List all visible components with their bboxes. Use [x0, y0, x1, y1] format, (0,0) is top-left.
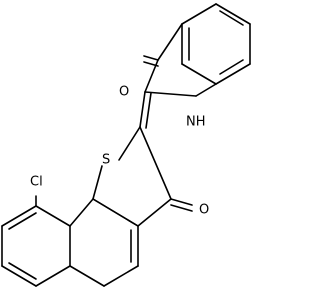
chlorine-label: Cl	[30, 175, 43, 190]
sulfur-label: S	[102, 153, 110, 168]
indolinone-carbonyl	[143, 55, 159, 67]
thiophenone-ring	[92, 126, 172, 227]
chemical-structure: O NH S O Cl	[1, 3, 251, 287]
indole-benzene-ring	[181, 3, 251, 85]
central-double-bond	[139, 91, 152, 129]
thiophenone-oxygen-label: O	[199, 203, 209, 218]
indolinone-oxygen-label: O	[119, 85, 129, 100]
naphthalene-ring-left	[1, 205, 71, 287]
thiophenone-carbonyl	[170, 198, 193, 212]
nh-label: NH	[186, 115, 206, 130]
naphthalene-ring-right	[69, 198, 139, 287]
